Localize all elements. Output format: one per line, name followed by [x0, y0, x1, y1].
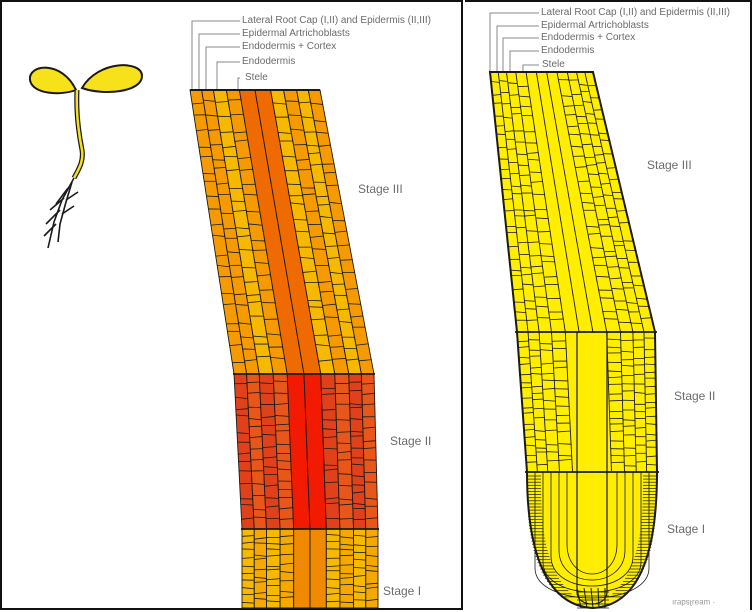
seedling-root-4: [46, 210, 60, 224]
leader-line-3: [510, 51, 539, 72]
label-endodermis: Endodermis: [541, 46, 594, 56]
cell-wall: [241, 504, 253, 505]
label-endodermis: Endodermis: [242, 57, 295, 67]
cell-wall: [309, 307, 323, 308]
label-endodermis-cortex: Endodermis + Cortex: [242, 42, 336, 52]
cell-wall: [250, 449, 262, 450]
rotated-footer-text: · ɯɐǝɹʇsdɐɹı: [672, 598, 715, 607]
cell-column: [310, 529, 326, 608]
cell-wall: [603, 195, 613, 196]
cell-wall: [646, 416, 657, 417]
cell-wall: [576, 116, 586, 117]
label-leader-lines: [192, 21, 240, 90]
cell-wall: [221, 293, 233, 294]
cell-wall: [350, 407, 363, 408]
cell-wall: [247, 382, 260, 383]
label-stele: Stele: [542, 60, 565, 70]
seedling-right-cotyledon: [82, 65, 142, 92]
leader-line-2: [206, 47, 240, 90]
cell-column: [366, 529, 378, 608]
cell-column: [266, 529, 280, 608]
cell-column: [280, 529, 294, 608]
label-epidermal-artrichoblasts: Epidermal Artrichoblasts: [541, 21, 649, 31]
leader-line-3: [217, 62, 240, 90]
cell-column: [242, 529, 254, 608]
cell-wall: [253, 509, 265, 510]
stage-ii-label: Stage II: [674, 389, 715, 403]
cell-wall: [533, 194, 545, 195]
cell-wall: [585, 157, 595, 158]
cell-wall: [593, 110, 602, 111]
leader-line-2: [503, 38, 539, 72]
stage-iii-label: Stage III: [358, 182, 403, 196]
cell-wall: [500, 169, 509, 170]
cell-wall: [218, 116, 231, 117]
cell-wall: [616, 211, 626, 212]
cell-wall: [526, 231, 537, 232]
cell-wall: [618, 322, 630, 323]
cell-wall: [600, 298, 613, 299]
cell-wall: [266, 566, 280, 567]
cell-column: [340, 529, 354, 608]
cell-wall: [526, 462, 536, 463]
left-root-diagram: [2, 2, 465, 612]
cell-wall: [338, 460, 352, 461]
cell-column: [354, 529, 366, 608]
stage-i-label: Stage I: [383, 584, 421, 598]
cell-wall: [224, 228, 236, 229]
seedling-illustration: [30, 65, 142, 248]
leader-line-4: [238, 78, 240, 90]
cell-wall: [314, 335, 328, 336]
stage-ii-label: Stage II: [390, 434, 431, 448]
cell-wall: [266, 544, 280, 545]
seedling-root-3: [50, 198, 64, 210]
cell-wall: [349, 390, 362, 391]
stage-i-label: Stage I: [667, 522, 705, 536]
cell-wall: [206, 196, 218, 197]
left-root-panel: Lateral Root Cap (I,II) and Epidermis (I…: [0, 0, 463, 610]
cell-column: [254, 529, 266, 608]
cell-wall: [527, 320, 538, 321]
label-lateral-root-cap: Lateral Root Cap (I,II) and Epidermis (I…: [541, 8, 730, 18]
left-stage-3-cells: [190, 90, 374, 374]
seedling-root-5: [44, 224, 56, 236]
cell-wall: [530, 255, 541, 256]
label-leader-lines: [490, 13, 539, 72]
left-stage-2-cells: [234, 374, 378, 529]
cell-wall: [645, 364, 656, 365]
cell-wall: [635, 411, 646, 412]
label-endodermis-cortex: Endodermis + Cortex: [541, 33, 635, 43]
cell-column: [326, 529, 340, 608]
label-lateral-root-cap: Lateral Root Cap (I,II) and Epidermis (I…: [242, 16, 431, 26]
stage-iii-label: Stage III: [647, 158, 692, 172]
right-root-panel: Lateral Root Cap (I,II) and Epidermis (I…: [465, 0, 752, 610]
right-root-body: [490, 72, 659, 608]
left-root-body: [190, 90, 379, 608]
cell-wall: [318, 205, 330, 206]
cell-wall: [530, 172, 542, 173]
cell-wall: [352, 485, 364, 486]
cell-wall: [519, 175, 530, 176]
cell-wall: [544, 277, 557, 278]
leader-line-4: [523, 65, 539, 72]
seedling-left-cotyledon: [30, 68, 76, 94]
left-stage-1-cells: [242, 529, 378, 608]
label-epidermal-artrichoblasts: Epidermal Artrichoblasts: [242, 29, 350, 39]
cell-wall: [498, 147, 507, 148]
cell-wall: [251, 459, 263, 460]
cell-wall: [604, 319, 618, 320]
cell-wall: [496, 134, 505, 135]
cell-column: [294, 529, 310, 608]
cell-wall: [542, 380, 554, 381]
right-root-diagram: [465, 2, 752, 612]
label-stele: Stele: [245, 73, 268, 83]
